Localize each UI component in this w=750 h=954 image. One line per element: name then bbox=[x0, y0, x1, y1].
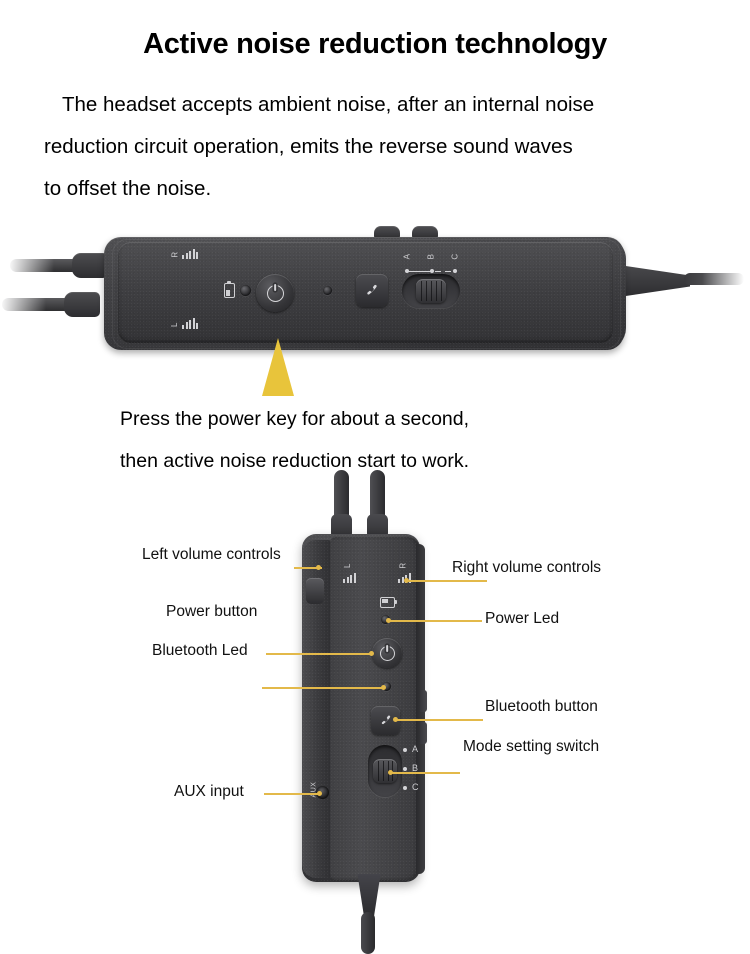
bottom-output-strain-relief bbox=[357, 874, 381, 918]
top-edge-button-1[interactable] bbox=[374, 226, 400, 239]
bottom-left-volume-letter: L bbox=[342, 563, 352, 568]
intro-paragraph: The headset accepts ambient noise, after… bbox=[44, 84, 716, 210]
middle-caption: Press the power key for about a second, … bbox=[120, 398, 680, 482]
callout-aux-input: AUX input bbox=[174, 783, 244, 800]
bottom-mode-label-b: B bbox=[412, 763, 419, 773]
bottom-mode-label-c: C bbox=[412, 782, 419, 792]
leader-right-volume bbox=[407, 580, 487, 582]
power-button[interactable] bbox=[256, 274, 294, 312]
mode-label-c: C bbox=[450, 253, 460, 260]
right-output-cable bbox=[684, 273, 744, 285]
leader-dot-aux-input bbox=[317, 791, 322, 796]
cable-fade-2 bbox=[0, 297, 46, 312]
bottom-battery-icon bbox=[380, 597, 398, 608]
bottom-mode-setting-switch[interactable] bbox=[368, 745, 402, 797]
callout-power-button: Power button bbox=[166, 603, 258, 620]
right-volume-letter: R bbox=[170, 251, 180, 258]
bottom-mode-switch-knob[interactable] bbox=[373, 759, 397, 783]
paragraph-line-3: to offset the noise. bbox=[44, 177, 212, 200]
leader-mode-switch bbox=[392, 772, 460, 774]
right-side-tab-2 bbox=[420, 722, 427, 744]
cable-strain-relief-2 bbox=[64, 292, 100, 317]
bottom-device-cable-right bbox=[370, 470, 385, 522]
callout-bluetooth-led: Bluetooth Led bbox=[152, 642, 248, 659]
callout-power-led: Power Led bbox=[485, 610, 560, 627]
bottom-output-cable bbox=[361, 912, 375, 954]
bottom-mode-rail: A B C bbox=[403, 744, 427, 798]
cable-strain-relief-1 bbox=[72, 253, 108, 278]
leader-dot-right-volume bbox=[404, 578, 409, 583]
leader-dot-bluetooth-led bbox=[381, 685, 386, 690]
bottom-right-volume-letter: R bbox=[398, 562, 408, 569]
paragraph-line-1: The headset accepts ambient noise, after… bbox=[62, 93, 595, 116]
mode-switch-knob[interactable] bbox=[416, 279, 446, 303]
leader-bluetooth-led bbox=[262, 687, 384, 689]
bottom-power-led bbox=[381, 615, 390, 624]
left-volume-letter: L bbox=[169, 322, 179, 327]
left-volume-rocker[interactable] bbox=[306, 578, 324, 604]
mode-setting-switch[interactable] bbox=[402, 274, 460, 308]
callout-mode-setting-switch: Mode setting switch bbox=[463, 738, 600, 755]
leader-bluetooth-button bbox=[397, 719, 483, 721]
bottom-device-illustration: L R bbox=[0, 470, 750, 954]
caption-line-2: then active noise reduction start to wor… bbox=[120, 450, 470, 472]
bluetooth-led bbox=[323, 286, 332, 295]
leader-left-volume bbox=[294, 567, 322, 569]
right-side-tab-1 bbox=[420, 690, 427, 712]
callout-bluetooth-button: Bluetooth button bbox=[485, 698, 598, 715]
top-edge-button-2[interactable] bbox=[412, 226, 438, 239]
callout-left-volume-controls: Left volume controls bbox=[142, 546, 281, 563]
leader-aux-input bbox=[264, 793, 320, 795]
leader-power-button bbox=[266, 653, 372, 655]
callout-right-volume-controls: Right volume controls bbox=[452, 559, 602, 576]
power-led bbox=[240, 285, 251, 296]
paragraph-line-2: reduction circuit operation, emits the r… bbox=[44, 135, 573, 158]
caption-line-1: Press the power key for about a second, bbox=[120, 408, 470, 430]
mode-rail: A B C bbox=[402, 252, 470, 282]
bluetooth-button[interactable] bbox=[356, 274, 388, 307]
control-module-bevel bbox=[112, 239, 621, 349]
battery-icon bbox=[224, 283, 235, 298]
leader-power-led bbox=[390, 620, 482, 622]
cable-fade-1 bbox=[8, 258, 54, 273]
mode-label-a: A bbox=[402, 253, 412, 260]
bottom-mode-label-a: A bbox=[412, 744, 419, 754]
mode-label-b: B bbox=[426, 253, 436, 260]
top-device-illustration: R L A B bbox=[0, 212, 750, 396]
bottom-bluetooth-led bbox=[382, 682, 391, 691]
leader-dot-bluetooth-button bbox=[393, 717, 398, 722]
leader-dot-power-button bbox=[369, 651, 374, 656]
leader-dot-mode-switch bbox=[388, 770, 393, 775]
page-title: Active noise reduction technology bbox=[143, 28, 607, 60]
bottom-power-button[interactable] bbox=[372, 638, 402, 668]
leader-dot-power-led bbox=[386, 618, 391, 623]
bottom-device-cable-left bbox=[334, 470, 349, 522]
leader-dot-left-volume bbox=[316, 565, 321, 570]
